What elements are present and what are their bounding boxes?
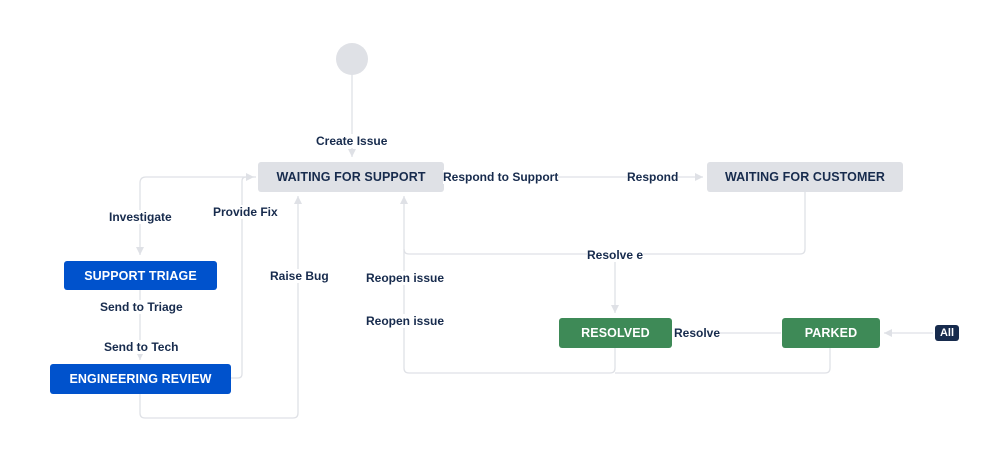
transition-resolve-e[interactable]: Resolve e (587, 248, 644, 262)
transition-send-to-triage[interactable]: Send to Triage (100, 300, 183, 314)
status-waiting-for-support[interactable]: WAITING FOR SUPPORT (258, 162, 444, 192)
transition-respond[interactable]: Respond (627, 170, 679, 184)
status-support-triage[interactable]: SUPPORT TRIAGE (64, 261, 217, 290)
transition-provide-fix[interactable]: Provide Fix (213, 205, 278, 219)
transition-respond-to-support[interactable]: Respond to Support (443, 170, 559, 184)
line-resolve-e (403, 192, 806, 255)
line-raise-bug (139, 196, 302, 419)
transition-reopen-issue-1[interactable]: Reopen issue (366, 271, 445, 285)
transition-reopen-issue-2[interactable]: Reopen issue (366, 314, 445, 328)
global-transition-badge[interactable]: All (935, 325, 959, 341)
line-reopen-parked (615, 348, 831, 374)
status-resolved[interactable]: RESOLVED (559, 318, 672, 348)
line-investigate (136, 176, 256, 255)
line-provide-fix (231, 173, 254, 379)
line-reopen (400, 196, 616, 374)
transition-investigate[interactable]: Investigate (109, 210, 172, 224)
status-engineering-review[interactable]: ENGINEERING REVIEW (50, 364, 231, 394)
start-node[interactable] (336, 43, 368, 75)
transition-raise-bug[interactable]: Raise Bug (270, 269, 329, 283)
transition-send-to-tech[interactable]: Send to Tech (104, 340, 179, 354)
transition-resolve[interactable]: Resolve (674, 326, 721, 340)
transition-create-issue[interactable]: Create Issue (316, 134, 388, 148)
status-waiting-for-customer[interactable]: WAITING FOR CUSTOMER (707, 162, 903, 192)
status-parked[interactable]: PARKED (782, 318, 880, 348)
